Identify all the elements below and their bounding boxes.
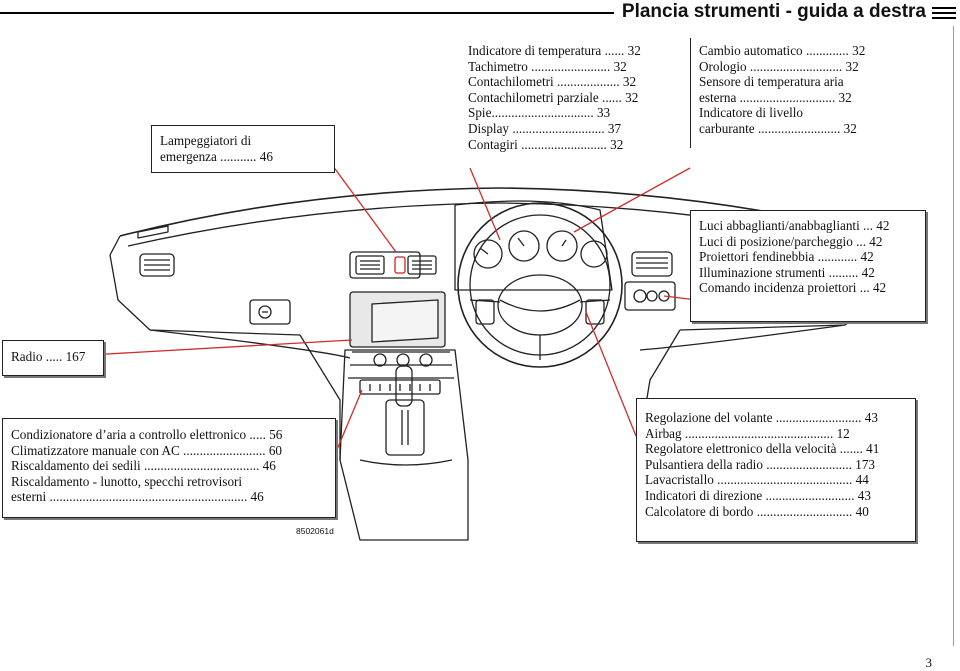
callout-line: Regolatore elettronico della velocità ..… xyxy=(645,441,880,457)
callout-line: Riscaldamento - lunotto, specchi retrovi… xyxy=(11,473,243,489)
callout-line: Condizionatore d’aria a controllo elettr… xyxy=(11,427,283,442)
callout-line: Riscaldamento dei sedili ...............… xyxy=(11,458,276,474)
callout-line: Lavacristallo ..........................… xyxy=(645,472,869,488)
callout-steering: Regolazione del volante ................… xyxy=(636,398,916,542)
callout-line: Illuminazione strumenti ......... 42 xyxy=(699,264,875,280)
callout-line: Spie............................... 33 xyxy=(468,105,611,121)
callout-line: Comando incidenza proiettori ... 42 xyxy=(699,280,887,296)
callout-line: esterni ................................… xyxy=(11,489,264,505)
callout-climate: Condizionatore d’aria a controllo elettr… xyxy=(2,418,336,518)
callout-line: emergenza ........... 46 xyxy=(160,148,273,164)
callout-line: Luci abbaglianti/anabbaglianti ... 42 xyxy=(699,218,890,233)
callout-gauges: Cambio automatico ............. 32 Orolo… xyxy=(690,38,926,148)
header-rule xyxy=(0,12,960,14)
callout-line: Pulsantiera della radio ................… xyxy=(645,456,876,472)
callout-line: Contachilometri ................... 32 xyxy=(468,74,637,90)
callout-line: Indicatore di livello xyxy=(699,105,803,121)
callout-line: Lampeggiatori di xyxy=(160,133,252,148)
callout-line: Display ............................ 37 xyxy=(468,120,622,136)
callout-line: Calcolatore di bordo ...................… xyxy=(645,503,869,519)
callout-line: Airbag .................................… xyxy=(645,425,850,441)
header-bars-icon xyxy=(932,7,956,22)
callout-lights: Luci abbaglianti/anabbaglianti ... 42 Lu… xyxy=(690,210,926,322)
figure-reference: 8502061d xyxy=(296,526,334,536)
callout-line: carburante ......................... 32 xyxy=(699,120,857,136)
callout-instruments: Indicatore di temperatura ...... 32 Tach… xyxy=(460,38,682,168)
callout-line: Radio ..... 167 xyxy=(11,349,86,364)
callout-line: Contagiri .......................... 32 xyxy=(468,136,624,152)
callout-line: Indicatori di direzione ................… xyxy=(645,487,871,503)
margin-rule xyxy=(953,26,954,646)
callout-hazard-lights: Lampeggiatori di emergenza ........... 4… xyxy=(151,125,335,173)
callout-radio: Radio ..... 167 xyxy=(2,340,104,376)
callout-line: Indicatore di temperatura ...... 32 xyxy=(468,43,641,58)
callout-line: esterna ............................. 32 xyxy=(699,89,852,105)
callout-line: Tachimetro ........................ 32 xyxy=(468,58,627,74)
callout-line: Regolazione del volante ................… xyxy=(645,410,878,425)
callout-line: Sensore di temperatura aria xyxy=(699,74,844,90)
callout-line: Orologio ............................ 32 xyxy=(699,58,859,74)
callout-line: Contachilometri parziale ...... 32 xyxy=(468,89,639,105)
callout-line: Luci di posizione/parcheggio ... 42 xyxy=(699,233,883,249)
page-number: 3 xyxy=(925,655,933,670)
callout-line: Cambio automatico ............. 32 xyxy=(699,43,866,58)
page-title: Plancia strumenti - guida a destra xyxy=(613,0,960,24)
callout-line: Climatizzatore manuale con AC ..........… xyxy=(11,442,283,458)
callout-line: Proiettori fendinebbia ............ 42 xyxy=(699,249,874,265)
